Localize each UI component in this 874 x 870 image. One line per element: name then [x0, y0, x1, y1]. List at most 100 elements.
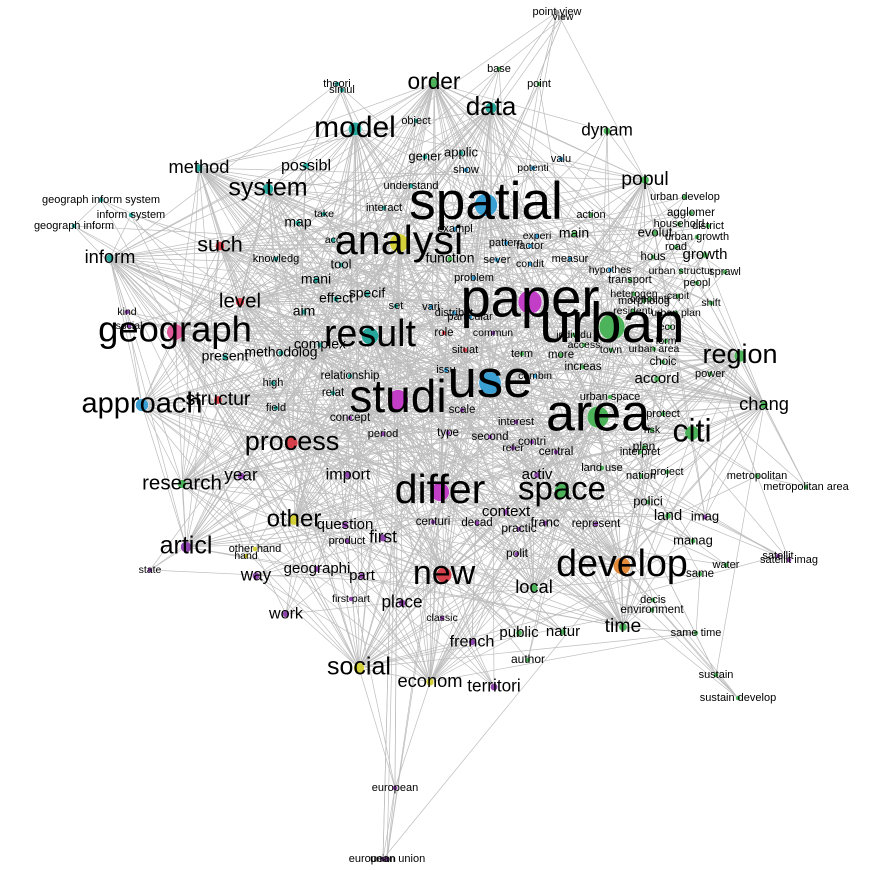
edge-inform-system-inform: [109, 214, 132, 259]
node-territori: [490, 683, 498, 691]
edge-state-data: [149, 107, 492, 571]
node-satellit: [775, 553, 781, 559]
edge-morpholog-data: [490, 107, 645, 302]
label-interact: interact: [366, 202, 402, 214]
edge-combin-chang: [534, 375, 765, 406]
edge-base-local: [498, 68, 535, 589]
edge-map-new: [297, 222, 445, 576]
edge-french-social: [358, 641, 473, 669]
edge-develop-structur: [217, 399, 623, 567]
edge-hand-geograph: [174, 331, 247, 557]
node-decis: [650, 597, 656, 603]
node-imag: [702, 514, 708, 520]
edge-state-paper: [149, 301, 531, 571]
label-popul: popul: [621, 168, 668, 190]
edge-approach-such: [141, 245, 221, 406]
edge-household-research: [181, 223, 680, 485]
edge-kind-geograph: [126, 311, 176, 333]
edge-land-develop: [621, 515, 669, 567]
edge-spatial-social: [358, 204, 487, 669]
label-metropolitan: metropolitan: [727, 470, 788, 482]
edge-acc-area: [332, 239, 599, 418]
label-gener: gener: [408, 148, 442, 163]
edge-relationship-popul: [349, 179, 646, 377]
node-residenti: [630, 308, 636, 314]
edge-protect-urban: [611, 326, 664, 415]
label-polit: polit: [506, 546, 529, 560]
edge-model-order: [354, 82, 435, 130]
node-data: [485, 102, 497, 114]
edge-residenti-local: [533, 310, 634, 589]
label-tool: tool: [331, 256, 352, 271]
edge-pattern-level: [239, 242, 507, 303]
edge-plan-local: [533, 446, 645, 589]
edge-european-union-differ: [386, 491, 441, 860]
label-concept: concept: [330, 412, 371, 424]
label-order: order: [408, 68, 461, 94]
edge-point-spatial: [485, 83, 540, 206]
label-situat: situat: [452, 344, 478, 356]
edge-firstpart-spatial: [350, 204, 487, 600]
edge-residenti-econom: [429, 310, 634, 683]
edge-model-research: [181, 128, 356, 485]
edge-polit-region: [516, 355, 741, 555]
node-state: [147, 567, 153, 573]
node-commun: [490, 330, 496, 336]
label-author: author: [511, 652, 545, 666]
node-form: [663, 338, 669, 344]
edge-part-articl: [185, 546, 363, 577]
node-agglomer: [688, 210, 694, 216]
label-high: high: [263, 377, 284, 389]
node-contri: [529, 439, 535, 445]
node-complex: [316, 341, 324, 349]
node-household: [676, 221, 682, 227]
edge-refer-analysi: [398, 242, 514, 449]
edge-order-method: [198, 82, 435, 169]
label-take: take: [314, 208, 334, 220]
edge-growth-chang: [704, 254, 765, 406]
node-satellit-imag: [786, 557, 792, 563]
label-territori: territori: [467, 676, 520, 696]
label-geograph: geograph: [98, 309, 252, 350]
edge-pointview-point: [538, 11, 558, 85]
label-issu: issu: [436, 364, 456, 376]
node-refer: [510, 445, 516, 451]
edge-object-chang: [415, 120, 765, 406]
edge-dynam-area: [597, 130, 608, 418]
label-data: data: [466, 91, 517, 121]
node-map: [294, 219, 302, 227]
label-firstpart: first part: [332, 593, 370, 605]
node-way: [252, 572, 260, 580]
node-system: [262, 183, 274, 195]
node-analysi: [389, 233, 409, 253]
edge-situat-urban: [464, 326, 613, 351]
edge-time-chang: [622, 404, 765, 628]
edge-system-articl: [185, 188, 269, 548]
node-present: [221, 353, 229, 361]
edge-commun-structur: [217, 332, 494, 401]
edge-develop-other: [293, 519, 623, 567]
node-methodolog: [277, 349, 285, 357]
label-methodolog: methodolog: [244, 344, 317, 360]
node-problem: [471, 275, 477, 281]
edge-region-time: [622, 355, 741, 628]
node-natur: [559, 628, 567, 636]
label-present: present: [202, 348, 249, 364]
label-way: way: [240, 565, 272, 585]
edge-shift-model: [354, 128, 712, 304]
node-urban-growth: [694, 234, 700, 240]
label-nation: nation: [626, 470, 656, 482]
edge-metropolitan-metropolitan-area: [756, 475, 807, 488]
edge-accord-chang: [656, 378, 765, 406]
edge-satellit-social: [358, 555, 779, 669]
edge-area-studi: [397, 399, 599, 418]
edge-present-process: [224, 356, 293, 444]
label-project: project: [650, 466, 683, 478]
node-kind: [124, 309, 130, 315]
node-view: [560, 14, 566, 20]
edge-factor-process: [291, 245, 531, 444]
node-acc: [330, 237, 336, 243]
edge-activ-region: [536, 355, 741, 476]
edge-understand-articl: [185, 185, 412, 548]
edge-geograph-inform-analysi: [73, 225, 400, 244]
